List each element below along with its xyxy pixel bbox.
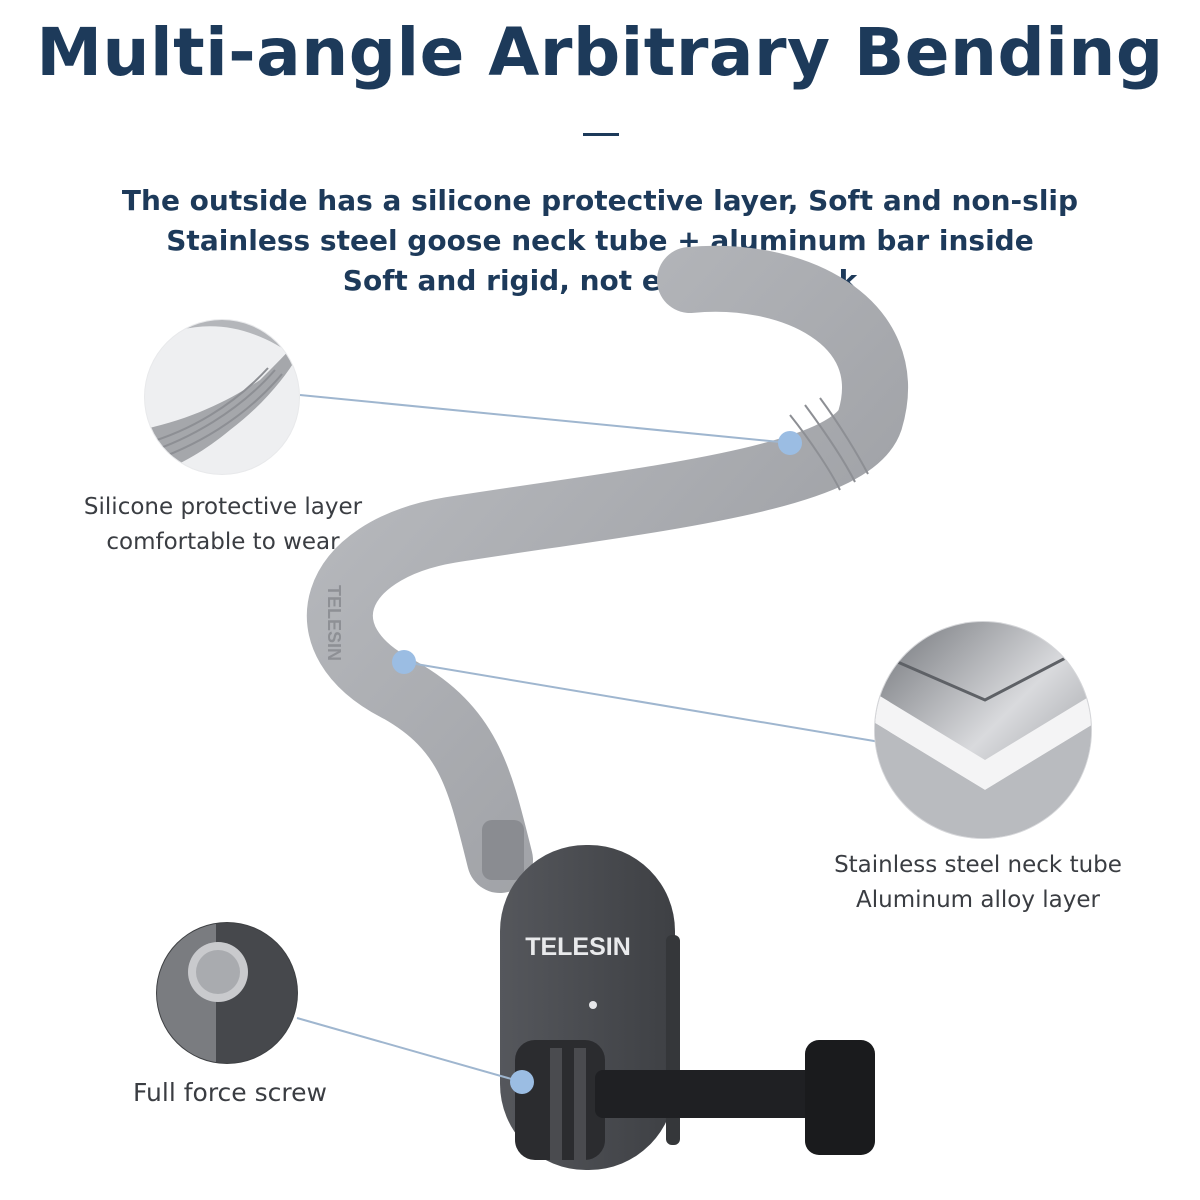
- callout-silicone-line1: Silicone protective layer: [83, 494, 363, 520]
- tube-brand-mark: TELESIN: [324, 585, 344, 661]
- title-divider: [583, 133, 619, 136]
- callout-steel: Stainless steel neck tube Aluminum alloy…: [828, 848, 1128, 918]
- feature-line-1: The outside has a silicone protective la…: [121, 184, 1079, 217]
- page-title: Multi-angle Arbitrary Bending: [36, 14, 1164, 91]
- silicone-zoom-circle: [144, 319, 300, 475]
- callout-steel-line2: Aluminum alloy layer: [856, 887, 1100, 913]
- thumb-screw-shaft: [595, 1070, 825, 1118]
- callout-screw: Full force screw: [120, 1075, 340, 1110]
- callout-screw-line1: Full force screw: [133, 1078, 327, 1107]
- callout-steel-line1: Stainless steel neck tube: [834, 852, 1122, 878]
- steel-zoom-circle: [874, 621, 1092, 839]
- brand-logo: TELESIN: [525, 933, 631, 961]
- callout-dot-silicone: [778, 431, 802, 455]
- callout-dot-screw: [510, 1070, 534, 1094]
- thumb-screw-knob: [805, 1040, 875, 1155]
- callout-dot-steel: [392, 650, 416, 674]
- screw-zoom-circle: [156, 922, 298, 1064]
- neck-joint: [482, 820, 524, 880]
- gooseneck-tube: [306, 245, 908, 893]
- callout-silicone: Silicone protective layer comfortable to…: [78, 490, 368, 560]
- callout-silicone-line2: comfortable to wear: [106, 529, 340, 555]
- feature-line-2: Stainless steel goose neck tube + alumin…: [166, 224, 1034, 257]
